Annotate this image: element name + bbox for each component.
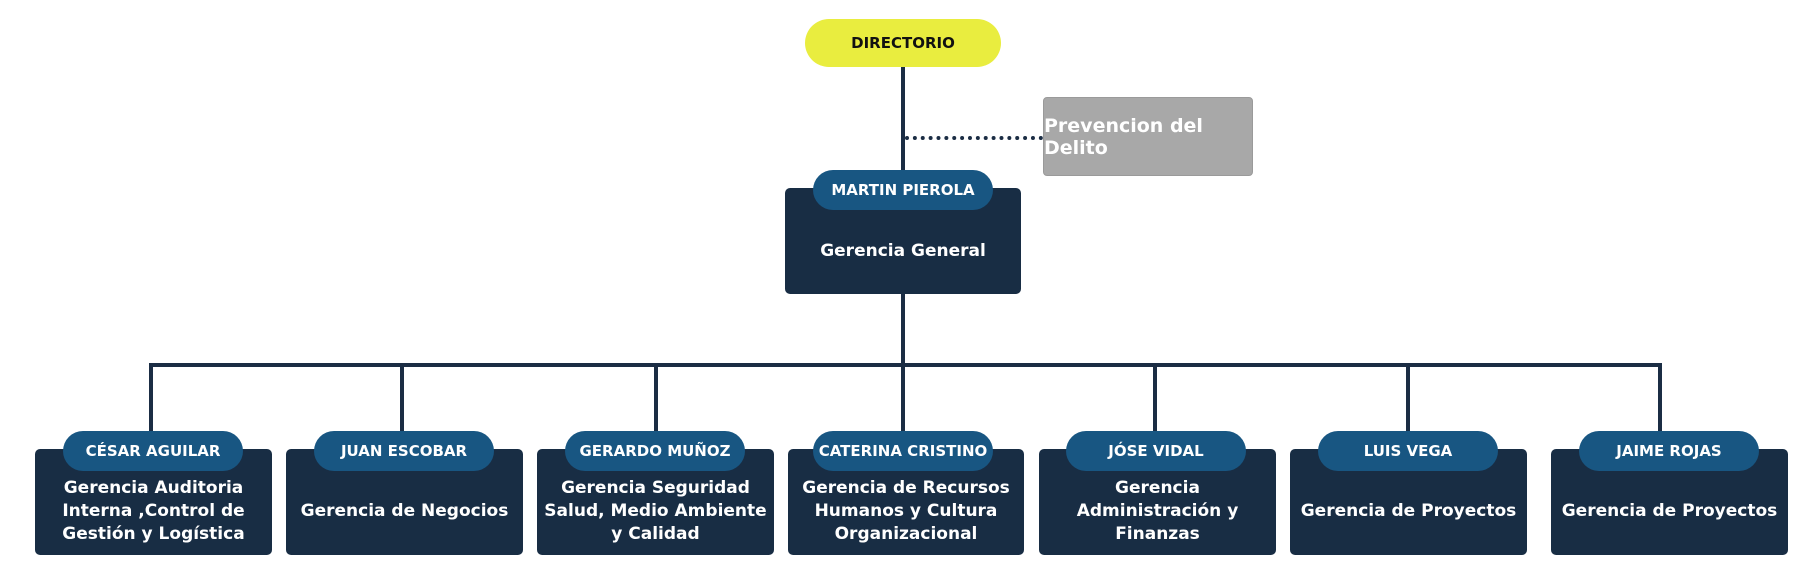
gerencia-general-name: MARTIN PIEROLA [831, 181, 975, 199]
department-name-pill-2: JUAN ESCOBAR [314, 431, 494, 471]
department-title-7: Gerencia de Proyectos [1561, 500, 1778, 521]
directorio-label: DIRECTORIO [851, 34, 955, 52]
department-title-5: Gerencia Administración y Finanzas [1076, 477, 1239, 544]
connector-directorio-general [901, 67, 905, 189]
department-name-2: JUAN ESCOBAR [340, 442, 468, 460]
connector-drop-4 [901, 363, 905, 433]
department-name-pill-4: CATERINA CRISTINO [813, 431, 993, 471]
connector-drop-7 [1658, 363, 1662, 433]
connector-drop-6 [1406, 363, 1410, 433]
department-name-pill-3: GERARDO MUÑOZ [565, 431, 745, 471]
connector-drop-2 [400, 363, 404, 433]
department-name-1: CÉSAR AGUILAR [85, 442, 221, 460]
connector-drop-3 [654, 363, 658, 433]
gerencia-general-name-pill: MARTIN PIEROLA [813, 170, 993, 210]
department-name-3: GERARDO MUÑOZ [579, 442, 731, 460]
department-name-5: JÓSE VIDAL [1108, 442, 1204, 460]
connector-general-bus [901, 293, 905, 366]
department-title-3: Gerencia Seguridad Salud, Medio Ambiente… [544, 477, 767, 544]
department-name-7: JAIME ROJAS [1616, 442, 1722, 460]
prevencion-label: Prevencion del Delito [1044, 114, 1203, 159]
connector-drop-1 [149, 363, 153, 433]
connector-prevencion-dotted [905, 136, 1043, 140]
prevencion-del-delito-node: Prevencion del Delito [1043, 97, 1253, 176]
department-name-4: CATERINA CRISTINO [818, 442, 988, 460]
connector-horizontal-bus [149, 363, 1662, 367]
connector-drop-5 [1153, 363, 1157, 433]
department-title-2: Gerencia de Negocios [300, 500, 509, 521]
directorio-node: DIRECTORIO [805, 19, 1001, 67]
department-name-6: LUIS VEGA [1363, 442, 1453, 460]
department-title-1: Gerencia Auditoria Interna ,Control de G… [62, 477, 245, 544]
department-name-pill-1: CÉSAR AGUILAR [63, 431, 243, 471]
department-name-pill-7: JAIME ROJAS [1579, 431, 1759, 471]
gerencia-general-title: Gerencia General [820, 240, 986, 261]
department-title-4: Gerencia de Recursos Humanos y Cultura O… [802, 477, 1010, 544]
department-title-6: Gerencia de Proyectos [1300, 500, 1517, 521]
department-name-pill-6: LUIS VEGA [1318, 431, 1498, 471]
department-name-pill-5: JÓSE VIDAL [1066, 431, 1246, 471]
